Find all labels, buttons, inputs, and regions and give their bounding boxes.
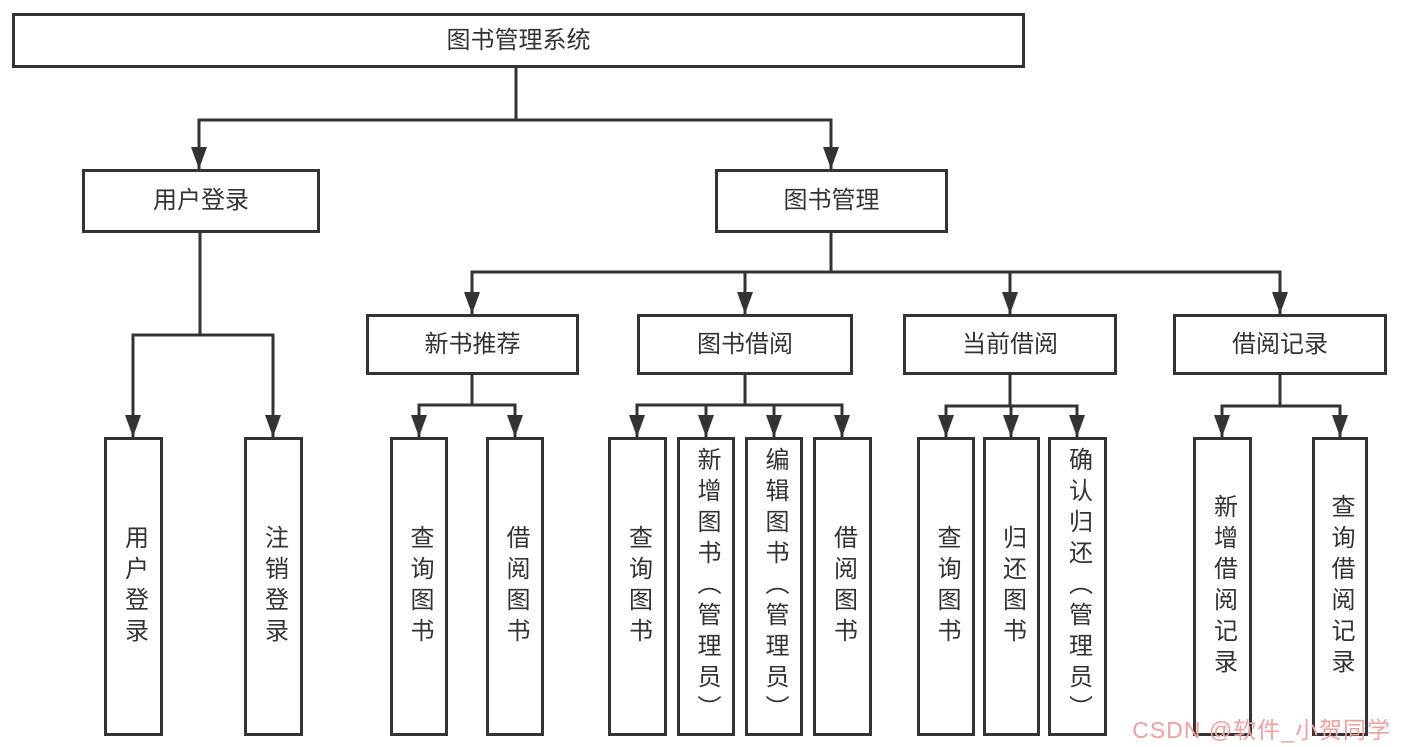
leaf-label: 查询图书 [406,524,433,649]
leaf-borrow-books: 借阅图书 [486,437,544,736]
node-label: 借阅记录 [1232,330,1328,358]
node-label: 用户登录 [153,187,249,214]
leaf-query-borrow-record: 查询借阅记录 [1312,437,1368,736]
leaf-label: 查询图书 [624,524,652,649]
leaf-label: 新增借阅记录 [1209,493,1237,680]
leaf-return-books: 归还图书 [983,437,1040,736]
node-borrow-records: 借阅记录 [1173,314,1387,375]
leaf-logout: 注销登录 [244,437,303,736]
node-user-login: 用户登录 [82,169,320,233]
leaf-add-borrow-record: 新增借阅记录 [1193,437,1252,736]
leaf-query-books: 查询图书 [917,437,975,736]
node-book-borrow: 图书借阅 [637,314,853,375]
node-label: 图书管理系统 [446,26,591,54]
leaf-label: 查询图书 [933,524,960,649]
leaf-label: 确认归还（管理员） [1064,447,1092,726]
leaf-label: 查询借阅记录 [1327,493,1354,680]
leaf-borrow-books: 借阅图书 [813,437,872,736]
leaf-label: 借阅图书 [502,524,529,649]
leaf-label: 用户登录 [120,524,148,649]
leaf-edit-books-admin: 编辑图书（管理员） [745,437,803,736]
leaf-label: 编辑图书（管理员） [761,447,788,726]
node-new-book-recommend: 新书推荐 [366,314,579,375]
node-label: 当前借阅 [962,330,1058,358]
node-current-borrow: 当前借阅 [903,314,1117,375]
leaf-label: 注销登录 [260,524,288,649]
node-book-management: 图书管理 [715,169,948,233]
leaf-add-books-admin: 新增图书（管理员） [677,437,735,736]
leaf-confirm-return-admin: 确认归还（管理员） [1048,437,1107,736]
leaf-user-login: 用户登录 [104,437,163,736]
node-label: 图书借阅 [697,330,793,358]
node-library-management-system: 图书管理系统 [12,13,1025,68]
leaf-label: 归还图书 [998,524,1026,649]
leaf-label: 借阅图书 [829,524,857,649]
leaf-query-books: 查询图书 [390,437,448,736]
leaf-label: 新增图书（管理员） [693,447,720,726]
csdn-watermark: CSDN @软件_小贺同学 [1132,717,1391,743]
node-label: 图书管理 [783,187,880,214]
leaf-query-books: 查询图书 [608,437,667,736]
node-label: 新书推荐 [424,330,521,358]
